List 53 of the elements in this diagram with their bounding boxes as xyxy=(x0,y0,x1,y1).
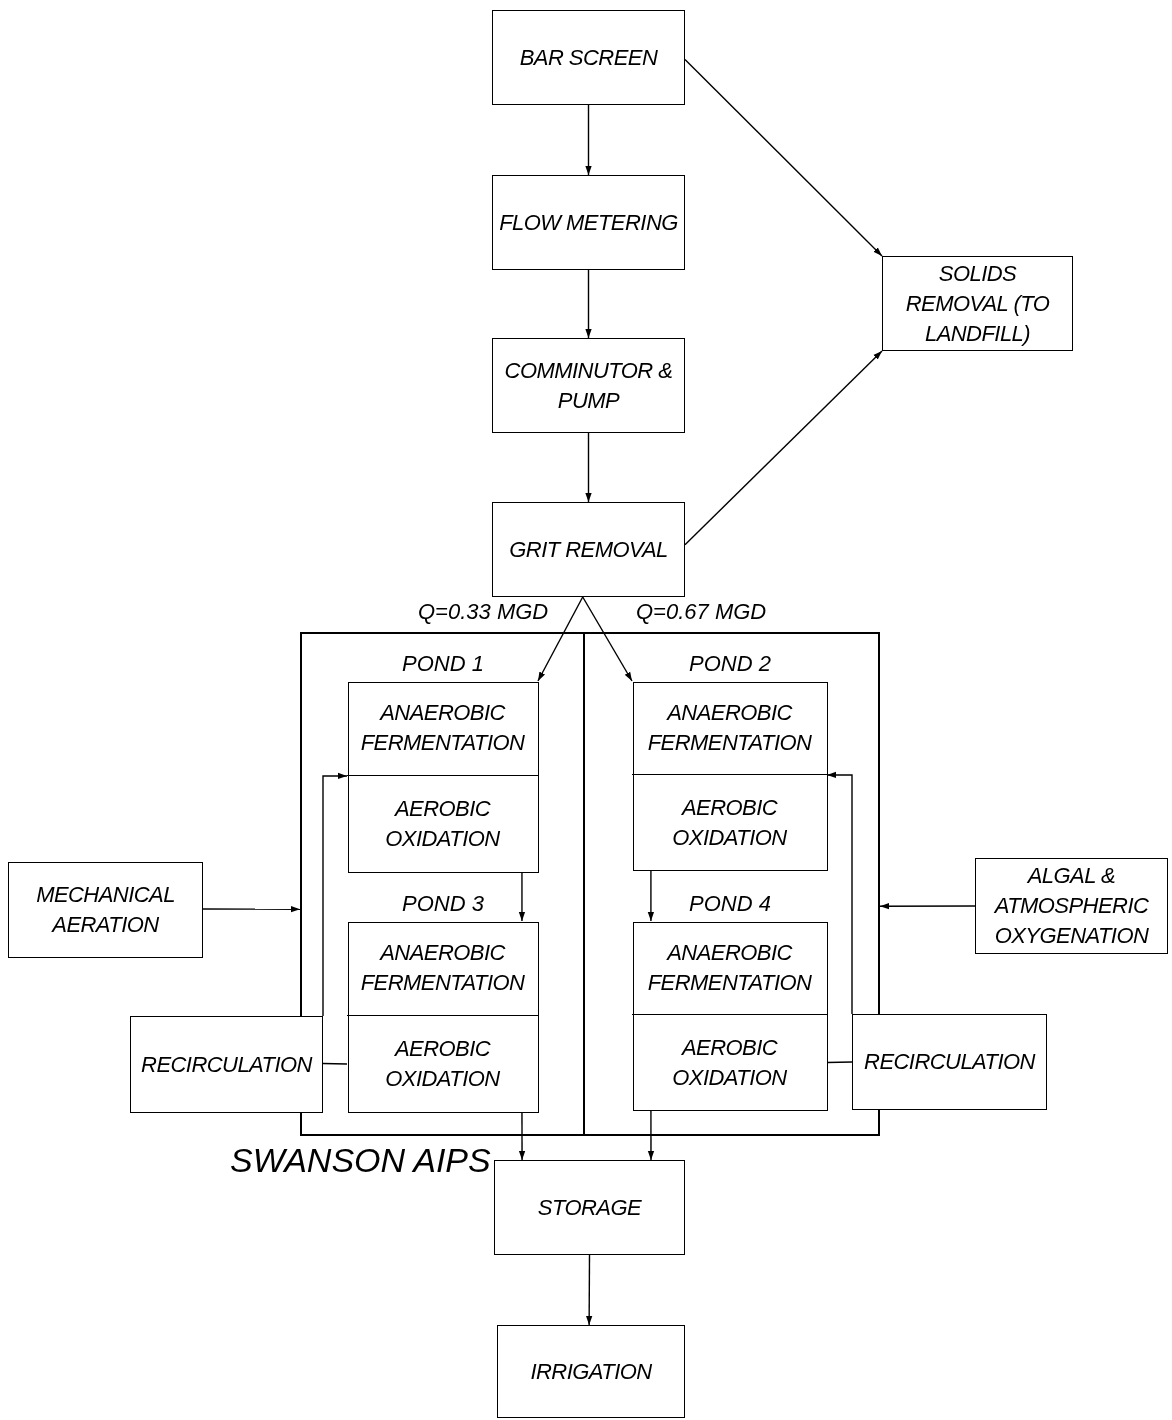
system-title: SWANSON AIPS xyxy=(230,1140,491,1180)
stage-label: MECHANICAL AERATION xyxy=(35,881,176,939)
stage-label: ANAEROBIC FERMENTATION xyxy=(359,939,526,997)
stage-label: ANAEROBIC FERMENTATION xyxy=(646,698,813,757)
stage-label: GRIT REMOVAL xyxy=(509,535,668,564)
arrow xyxy=(647,1109,655,1161)
stage-label: AEROBIC OXIDATION xyxy=(384,1035,501,1093)
arrow xyxy=(826,771,853,1015)
process-box xyxy=(852,1014,1047,1110)
pond-heading: POND 3 xyxy=(401,889,485,918)
arrow xyxy=(585,432,592,503)
arrow xyxy=(647,869,655,922)
process-box xyxy=(492,10,685,105)
stage-label: AEROBIC OXIDATION xyxy=(671,1033,788,1092)
arrow xyxy=(202,906,301,913)
arrow xyxy=(322,772,348,1017)
stage-label: RECIRCULATION xyxy=(864,1048,1035,1076)
process-box xyxy=(975,858,1168,954)
arrow xyxy=(582,596,633,682)
process-box xyxy=(492,502,685,597)
stage-label: AEROBIC OXIDATION xyxy=(384,795,501,853)
stage-label: RECIRCULATION xyxy=(141,1050,312,1079)
process-box xyxy=(8,862,203,958)
arrow xyxy=(684,350,883,546)
arrow xyxy=(586,1254,593,1326)
stage-label: ANAEROBIC FERMENTATION xyxy=(359,699,526,757)
arrow xyxy=(518,1111,526,1161)
stage-label: COMMINUTOR & PUMP xyxy=(503,356,674,415)
stage-label: SOLIDS REMOVAL (TO LANDFILL) xyxy=(904,259,1051,348)
stage-label: IRRIGATION xyxy=(530,1357,652,1386)
stage-label: FLOW METERING xyxy=(499,208,678,237)
process-box xyxy=(492,175,685,270)
pond-heading: POND 2 xyxy=(688,649,772,678)
stage-label: BAR SCREEN xyxy=(519,43,658,72)
arrow xyxy=(518,871,526,922)
connector-line xyxy=(826,1061,853,1064)
process-box xyxy=(882,256,1073,351)
process-box xyxy=(492,338,685,433)
stage-label: ALGAL & ATMOSPHERIC OXYGENATION xyxy=(993,862,1150,950)
arrow xyxy=(585,104,592,176)
stage-label: STORAGE xyxy=(537,1193,642,1222)
process-box xyxy=(130,1016,323,1113)
arrow xyxy=(537,596,584,682)
stage-label: ANAEROBIC FERMENTATION xyxy=(646,938,813,997)
connector-line xyxy=(322,1062,348,1065)
process-box xyxy=(497,1325,685,1418)
stage-label: AEROBIC OXIDATION xyxy=(671,793,788,852)
arrow xyxy=(585,269,592,339)
pond-heading: POND 1 xyxy=(401,649,485,678)
process-box xyxy=(494,1160,685,1255)
arrow xyxy=(684,58,883,257)
arrow xyxy=(879,903,976,910)
pond-heading: POND 4 xyxy=(688,889,772,918)
